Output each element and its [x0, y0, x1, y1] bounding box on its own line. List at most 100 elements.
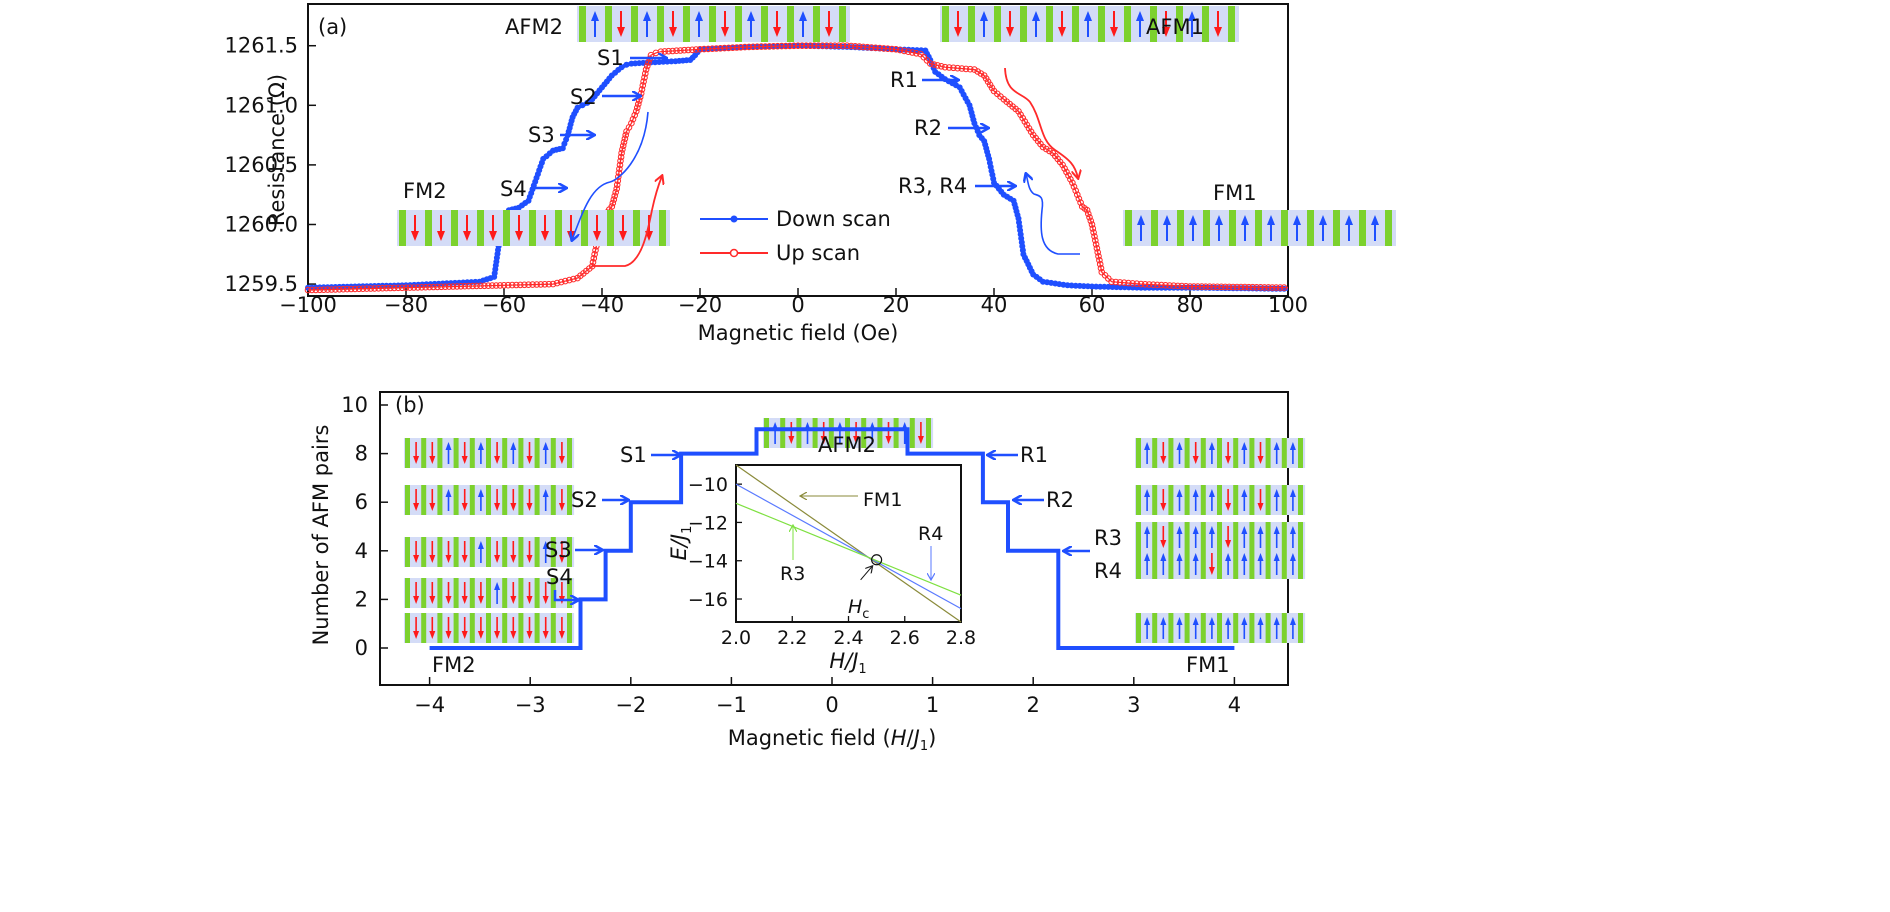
- spacer-layer: [437, 485, 443, 515]
- spacer-layer: [1281, 485, 1287, 515]
- spacer-layer: [1298, 485, 1303, 515]
- spacer-layer: [1200, 485, 1206, 515]
- spacer-layer: [469, 578, 475, 608]
- inset-x-tick-label: 2.2: [777, 627, 807, 649]
- data-point-up-scan: [328, 286, 335, 293]
- spin-down-arrowhead: [917, 436, 924, 444]
- data-point-up-scan: [802, 42, 810, 50]
- spin-up-arrowhead: [980, 11, 988, 21]
- data-point-up-scan: [496, 282, 504, 289]
- spacer-layer: [1184, 613, 1190, 643]
- spin-diagram-left-4: [404, 613, 575, 643]
- spacer-layer: [1298, 613, 1303, 643]
- spacer-layer: [764, 418, 769, 448]
- spacer-layer: [405, 578, 410, 608]
- spacer-layer: [683, 6, 690, 42]
- data-point-up-scan: [1092, 241, 1100, 248]
- data-point-up-scan: [941, 63, 949, 71]
- data-point-up-scan: [308, 286, 316, 294]
- spacer-layer: [1136, 522, 1141, 552]
- data-point-up-scan: [1269, 284, 1276, 291]
- data-point-up-scan: [766, 43, 773, 50]
- data-point-up-scan: [640, 78, 647, 85]
- x-tick-label: −80: [384, 293, 428, 317]
- legend-item-down-scan: Down scan: [700, 207, 891, 231]
- spacer-layer: [502, 438, 508, 468]
- spin-up-arrowhead: [1273, 526, 1280, 534]
- spin-up-arrowhead: [799, 11, 807, 21]
- inset-line-r4: [735, 483, 962, 610]
- spacer-layer: [502, 537, 508, 567]
- data-point-up-scan: [1202, 283, 1209, 291]
- data-point-up-scan: [930, 61, 938, 68]
- data-point-up-scan: [618, 149, 625, 157]
- data-point-up-scan: [1265, 284, 1272, 291]
- spin-up-arrowhead: [1192, 489, 1199, 497]
- state-label-fm1-b: FM1: [1186, 653, 1230, 677]
- spacer-layer: [1307, 210, 1314, 246]
- spacer-layer: [1184, 485, 1190, 515]
- data-point-up-scan: [615, 173, 622, 181]
- data-point-up-scan: [1025, 125, 1033, 132]
- x-tick-label: 2: [1027, 693, 1040, 717]
- data-point-up-scan: [864, 43, 871, 51]
- spin-up-arrowhead: [1144, 617, 1151, 625]
- spin-up-arrowhead: [643, 11, 651, 21]
- y-tick-label: 1261.0: [225, 93, 298, 117]
- data-point-up-scan: [790, 42, 798, 50]
- spacer-layer: [550, 613, 556, 643]
- spin-down-arrowhead: [542, 631, 549, 639]
- data-point-up-scan: [1214, 283, 1221, 291]
- spacer-layer: [567, 537, 572, 567]
- data-point-up-scan: [758, 43, 765, 50]
- spin-up-arrowhead: [1371, 215, 1379, 225]
- data-point-up-scan: [872, 44, 879, 52]
- spacer-layer: [1200, 522, 1206, 552]
- spin-up-arrowhead: [1192, 553, 1199, 561]
- inset-series: [735, 464, 962, 623]
- inset-annot-fm1: FM1: [863, 489, 902, 511]
- data-point-up-scan: [629, 115, 637, 123]
- data-point-up-scan: [367, 285, 375, 292]
- x-tick-label: −60: [482, 293, 526, 317]
- spacer-layer: [631, 6, 638, 42]
- spacer-layer: [1203, 210, 1210, 246]
- data-point-up-scan: [1225, 283, 1233, 291]
- data-point-up-scan: [905, 48, 912, 56]
- data-point-up-scan: [1046, 147, 1053, 155]
- spacer-layer: [1249, 522, 1255, 552]
- data-point-up-scan: [312, 286, 320, 294]
- spin-up-arrowhead: [1176, 489, 1183, 497]
- data-point-up-scan: [1253, 284, 1260, 291]
- spin-down-arrowhead: [494, 631, 501, 639]
- spin-down-arrowhead: [411, 231, 419, 241]
- spin-up-arrowhead: [1144, 526, 1151, 534]
- data-point-up-scan: [1015, 108, 1022, 115]
- data-point-up-scan: [492, 282, 500, 289]
- data-point-up-scan: [868, 44, 875, 51]
- data-point-up-scan: [1070, 183, 1078, 190]
- spacer-layer: [909, 418, 915, 448]
- spin-down-arrowhead: [413, 631, 420, 639]
- inset-x-tick-label: 2.8: [946, 627, 976, 649]
- data-point-up-scan: [1086, 214, 1093, 221]
- spin-down-arrowhead: [429, 555, 436, 563]
- data-point-up-scan: [324, 286, 331, 293]
- data-point-up-scan: [619, 146, 626, 153]
- data-point-up-scan: [823, 42, 830, 50]
- data-point-up-scan: [1085, 210, 1092, 218]
- spin-down-arrowhead: [510, 503, 517, 511]
- annot-s1: S1: [597, 46, 624, 70]
- panel-a-x-axis-title: Magnetic field (Oe): [698, 321, 899, 345]
- spacer-layer: [567, 438, 572, 468]
- y-tick-label: 4: [355, 539, 368, 563]
- data-point-up-scan: [1072, 187, 1079, 194]
- spacer-layer: [1020, 6, 1027, 42]
- data-point-up-scan: [1154, 281, 1161, 289]
- spin-down-arrowhead: [477, 631, 484, 639]
- spacer-layer: [503, 210, 510, 246]
- data-point-up-scan: [786, 42, 794, 50]
- data-point-up-scan: [457, 283, 465, 290]
- data-point-up-scan: [557, 278, 565, 286]
